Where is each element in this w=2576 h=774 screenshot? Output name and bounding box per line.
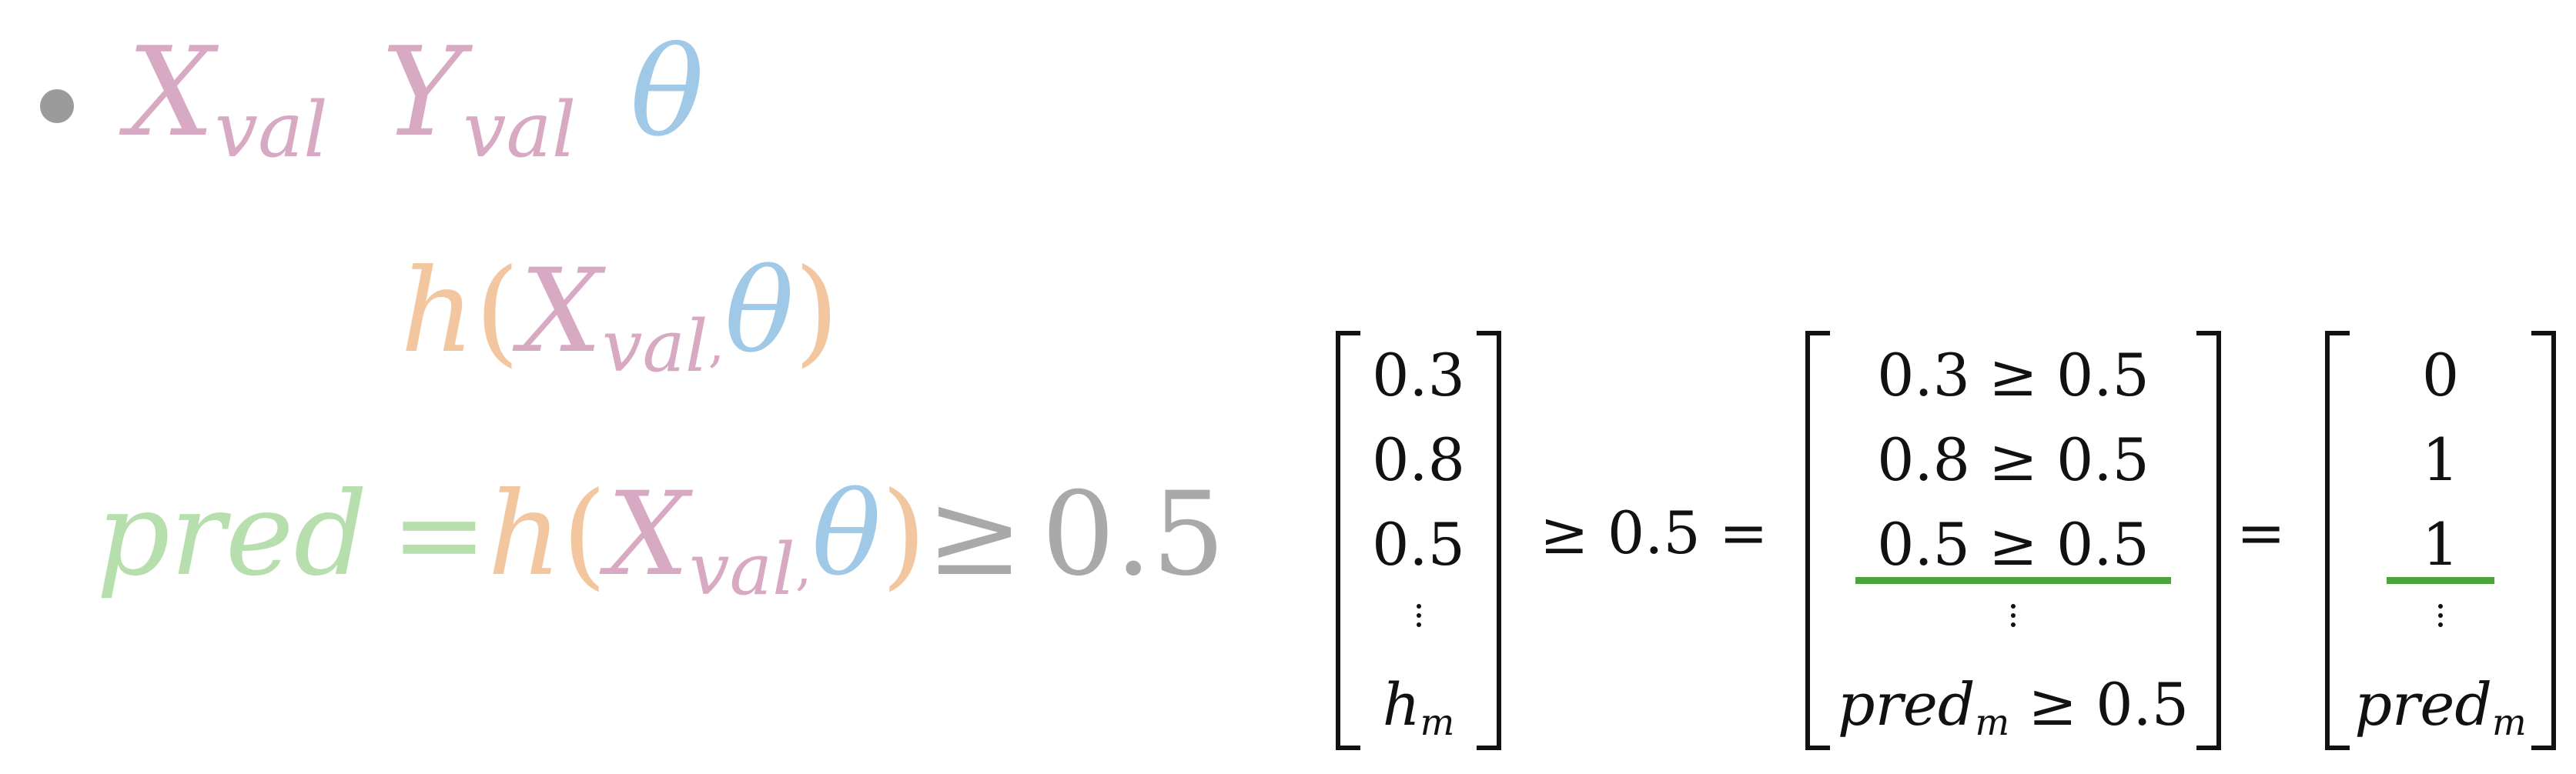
matrix-h-values: 0.3 0.8 0.5 hm [1336, 331, 1501, 750]
hypothesis-line: h(Xval,θ) [400, 254, 839, 382]
x-val-symbol: Xval [520, 245, 708, 389]
geq-sign: ≥ [926, 468, 1023, 602]
matrix-cell: 0.5 ≥ 0.5 [1877, 510, 2149, 579]
h-function: h [487, 468, 562, 602]
h-function: h [400, 245, 475, 379]
vertical-dots [2438, 604, 2443, 627]
matrix-cell: 0.5 [1372, 510, 1465, 579]
matrix-comparisons: 0.3 ≥ 0.5 0.8 ≥ 0.5 0.5 ≥ 0.5 predm ≥ 0.… [1805, 331, 2221, 750]
bullet-dot [40, 89, 74, 123]
comma: , [795, 535, 812, 597]
matrix-predictions: 0 1 1 predm [2325, 331, 2556, 750]
matrix-cell-last: predm [2354, 670, 2527, 745]
close-paren: ) [881, 468, 927, 602]
open-paren: ( [561, 468, 607, 602]
matrix-cell: 1 [2421, 510, 2460, 579]
matrix-cell: 0.3 [1372, 341, 1465, 409]
close-paren: ) [794, 245, 839, 379]
open-paren: ( [474, 245, 520, 379]
threshold-value: 0.5 [1041, 468, 1226, 602]
matrix-cell-last: predm ≥ 0.5 [1837, 670, 2190, 745]
pred-symbol: pred [96, 468, 368, 602]
theta-symbol: θ [811, 468, 882, 602]
matrix-cell: 0.8 ≥ 0.5 [1877, 425, 2149, 494]
geq-threshold-equals: ≥ 0.5 = [1540, 499, 1768, 567]
theta-symbol: θ [630, 20, 704, 164]
prediction-line: pred=h(Xval,θ)≥0.5 [96, 477, 1225, 606]
theta-symbol: θ [724, 245, 795, 379]
comma: , [708, 312, 725, 374]
y-val-symbol: Yval [381, 20, 577, 175]
matrix-cell: 0.8 [1372, 425, 1465, 494]
x-val-symbol: Xval [127, 20, 328, 175]
highlight-underline [1855, 577, 2171, 584]
x-val-symbol: Xval [607, 468, 795, 612]
vertical-dots [2011, 604, 2016, 627]
highlight-underline [2387, 577, 2494, 584]
matrix-cell-last: hm [1382, 670, 1455, 745]
equals-sign: = [2236, 499, 2286, 567]
matrix-cell: 0 [2421, 341, 2460, 409]
vertical-dots [1416, 604, 1421, 627]
matrix-cell: 1 [2421, 425, 2460, 494]
equals-sign: = [390, 468, 488, 602]
matrix-cell: 0.3 ≥ 0.5 [1877, 341, 2149, 409]
